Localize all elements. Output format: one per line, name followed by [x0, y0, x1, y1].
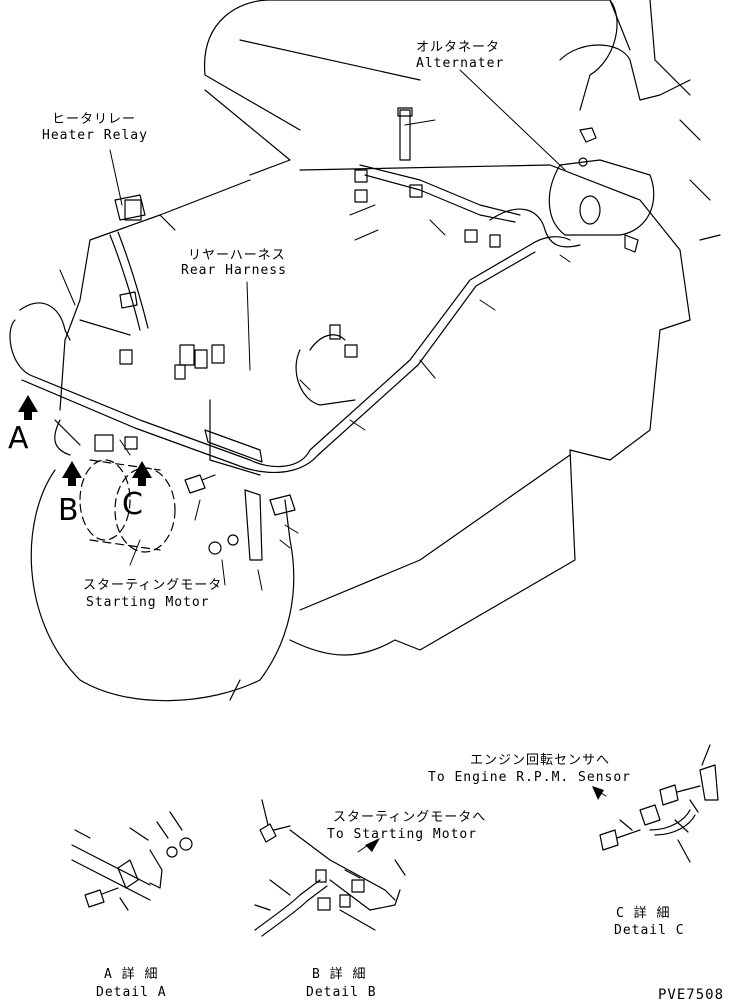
- heater-relay-label-jp: ヒータリレー: [52, 112, 137, 127]
- view-arrows: [18, 395, 152, 486]
- arrow-a-icon: [18, 395, 38, 420]
- rear-harness-label-en: Rear Harness: [181, 263, 287, 278]
- heater-relay-label-en: Heater Relay: [42, 128, 148, 143]
- detail-c-title-en: Detail C: [614, 923, 685, 938]
- leader-lines: [59, 69, 571, 591]
- engine-block: [30, 0, 721, 702]
- view-marker-b: B: [58, 493, 79, 528]
- to-starting-motor-label-jp: スターティングモータへ: [333, 810, 487, 825]
- drawing-code: PVE7508: [658, 987, 725, 1003]
- detail-a-drawing: [71, 811, 193, 911]
- detail-a-title-en: Detail A: [96, 985, 167, 1000]
- view-marker-c: C: [122, 487, 143, 522]
- harness-connectors: [94, 107, 501, 452]
- starting-motor-label-jp: スターティングモータ: [83, 578, 223, 593]
- detail-b-drawing: [254, 799, 406, 937]
- rpm-sensor-label-en: To Engine R.P.M. Sensor: [428, 770, 632, 785]
- alternator-label-en: Alternater: [416, 56, 505, 71]
- arrow-c-icon: [132, 461, 152, 486]
- to-starting-motor-label-en: To Starting Motor: [327, 827, 478, 842]
- alternator-label-jp: オルタネータ: [416, 40, 501, 55]
- detail-a-title-jp: A 詳 細: [104, 967, 159, 982]
- hardware: [79, 291, 296, 561]
- rear-harness-label-jp: リヤーハーネス: [188, 248, 286, 263]
- rpm-sensor-label-jp: エンジン回転センサへ: [470, 753, 611, 768]
- alternator: [548, 127, 655, 253]
- detail-c-drawing: [592, 744, 719, 863]
- view-marker-a: A: [8, 421, 29, 456]
- arrow-b-icon: [62, 461, 82, 486]
- wire-harness: [9, 164, 581, 474]
- detail-c-title-jp: C 詳 細: [616, 906, 671, 921]
- starting-motor-label-en: Starting Motor: [86, 595, 210, 610]
- detail-b-title-jp: B 詳 細: [312, 967, 367, 982]
- detail-b-title-en: Detail B: [306, 985, 377, 1000]
